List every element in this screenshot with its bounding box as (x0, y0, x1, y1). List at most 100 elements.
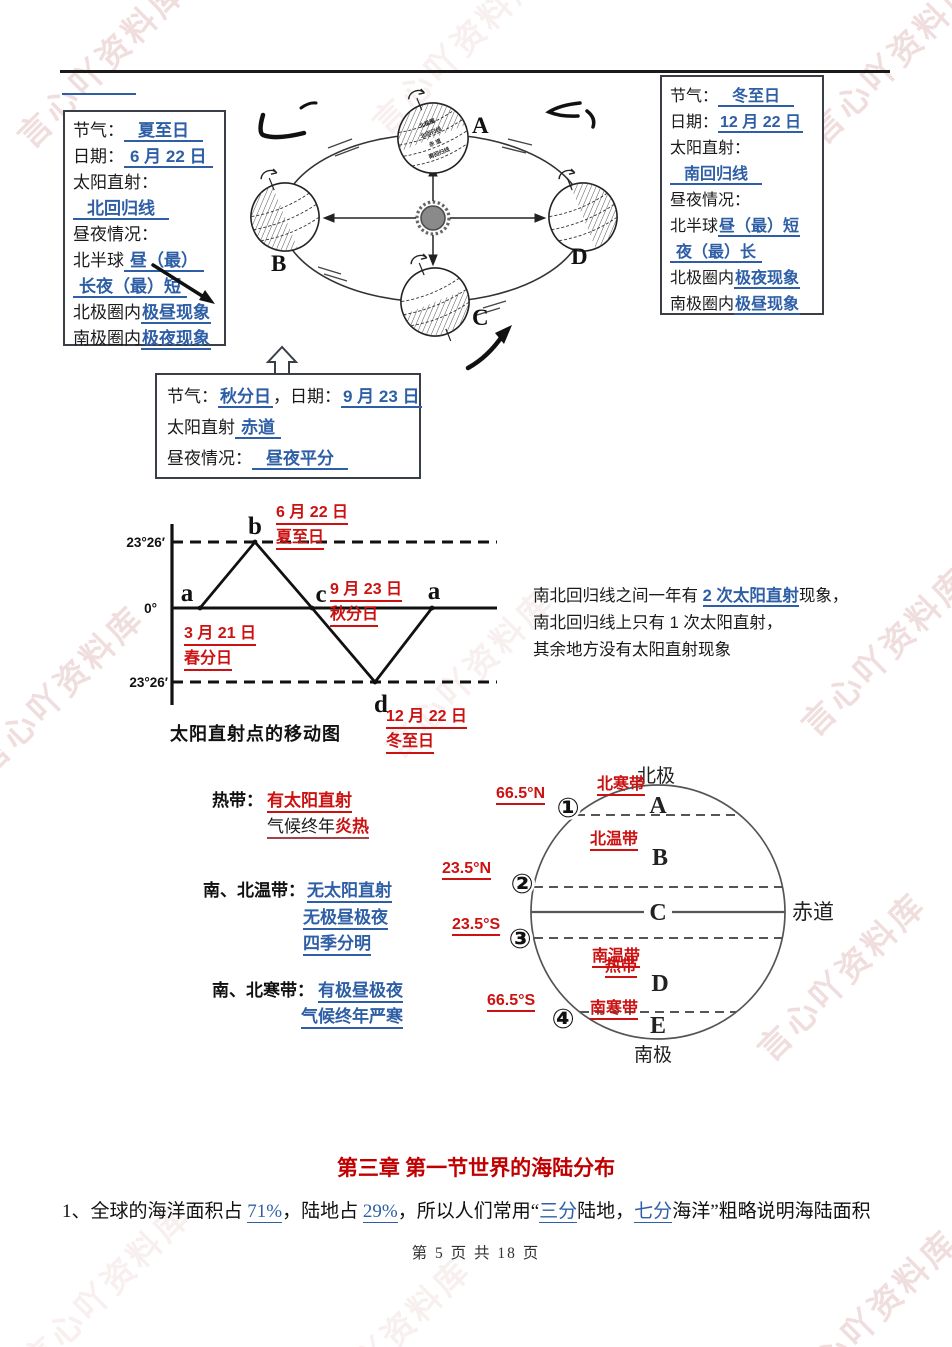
term-label: 节气： (167, 387, 218, 406)
point-a2: a (428, 578, 441, 605)
date-label: 日期： (290, 387, 341, 406)
globe-d (548, 168, 618, 252)
temperate-zone-value-1: 无太阳直射 (307, 876, 392, 903)
circled-2: ② (511, 869, 534, 899)
term-answer: 秋分日 (218, 387, 273, 408)
date-answer: 6 月 22 日 (124, 147, 213, 168)
point-a1: a (181, 580, 194, 607)
globe-c (400, 253, 470, 342)
term-answer: 夏至日 (124, 121, 203, 142)
orbit-label-b: B (271, 251, 286, 276)
tick-2326s: 23°26′ (129, 675, 168, 690)
tropic-zone-value-2: 气候终年炎热 (267, 812, 369, 839)
zone-letter-c: C (649, 900, 666, 926)
date-answer: 9 月 23 日 (341, 387, 422, 408)
zone-letter-e: E (650, 1013, 666, 1039)
antarctic-answer: 极夜现象 (141, 329, 211, 350)
chart-caption: 太阳直射点的移动图 (170, 724, 341, 744)
point-b: b (248, 513, 262, 540)
orbit-label-c: C (472, 305, 489, 330)
sun (415, 200, 451, 236)
point-c: c (315, 581, 326, 608)
circled-numbers: ① ② ③ ④ (507, 793, 581, 1034)
winter-solstice-box: 节气：冬至日 日期：12 月 22 日 太阳直射： 南回归线 昼夜情况： 北半球… (660, 75, 824, 315)
separator: ， (273, 387, 290, 406)
daynight-label: 昼夜情况： (670, 192, 751, 209)
earth-revolution-diagram: 北极圈 北回归线 赤 道 南回归线 (250, 88, 618, 379)
direct-ray-label: 太阳直射 (167, 418, 235, 437)
direct-ray-label: 太阳直射： (670, 140, 751, 157)
point-d: d (374, 691, 388, 718)
zone-letter-a: A (649, 793, 667, 819)
arctic-label: 北极圈内 (73, 303, 141, 322)
circled-3: ③ (509, 924, 532, 954)
temperature-zone-diagram: A B C D E 北极 南极 赤道 ① ② ③ ④ (507, 765, 834, 1066)
daynight-answer-2: 夜（最）长 (670, 244, 763, 263)
daynight-answer-1: 昼（最） (124, 251, 204, 272)
daynight-answer-2: 长夜（最）短 (73, 277, 187, 298)
arctic-answer: 极昼现象 (141, 303, 211, 324)
note-highlight: 2 次太阳直射 (702, 587, 799, 607)
pen-arrowhead (495, 325, 512, 344)
arctic-label: 北极圈内 (670, 270, 735, 287)
seven-parts: 七分 (634, 1201, 673, 1223)
orbit-motion-dashes (317, 138, 533, 316)
date-answer: 12 月 22 日 (718, 114, 803, 133)
arctic-answer: 极夜现象 (734, 270, 801, 289)
sun-direct-point-chart: 23°26′ 0° 23°26′ a b c d a (126, 513, 497, 718)
date-label: 日期： (670, 114, 719, 131)
annotation-spring-equinox: 3 月 21 日 春分日 (184, 623, 257, 673)
circled-4: ④ (552, 1004, 575, 1034)
orbit-label-d: D (571, 244, 588, 269)
south-pole-label: 南极 (634, 1044, 672, 1066)
land-percent: 29% (362, 1201, 398, 1223)
vertex-dots (197, 539, 435, 685)
zone-name-north-frigid: 北寒带 (597, 775, 646, 796)
globe-b (250, 168, 320, 252)
annotation-autumn-equinox: 9 月 23 日 秋分日 (330, 579, 403, 629)
latitude-665s: 66.5°S (487, 991, 536, 1012)
antarctic-label: 南极圈内 (73, 329, 141, 348)
page-number: 第 5 页 共 18 页 (411, 1245, 541, 1262)
zone-letter-d: D (651, 971, 668, 997)
chapter-title: 第三章 第一节世界的海陆分布 (336, 1156, 616, 1180)
term-label: 节气： (670, 88, 719, 105)
direct-ray-answer: 南回归线 (670, 166, 763, 185)
tick-2326n: 23°26′ (126, 535, 165, 550)
watermark: 言心吖资料库 (782, 1222, 952, 1347)
globe-a: 北极圈 北回归线 赤 道 南回归线 (397, 88, 469, 174)
latitude-235n: 23.5°N (442, 859, 492, 880)
direct-ray-answer: 赤道 (235, 418, 281, 439)
frigid-zone-value-1: 有极昼极夜 (318, 976, 403, 1003)
three-parts: 三分 (539, 1201, 578, 1223)
hemisphere-label: 北半球 (73, 251, 124, 270)
temperate-zone-label: 南、北温带： (203, 881, 305, 900)
direct-ray-answer: 北回归线 (73, 199, 169, 220)
chapter-paragraph: 1、全球的海洋面积占 71%，陆地占 29%，所以人们常用“三分陆地，七分海洋”… (62, 1201, 871, 1223)
daynight-answer: 昼夜平分 (252, 449, 348, 470)
daynight-label: 昼夜情况： (167, 449, 252, 468)
date-label: 日期： (73, 147, 124, 166)
temperate-zone-value-2: 无极昼极夜 (303, 903, 388, 930)
top-rule (60, 70, 890, 73)
annotation-winter-solstice: 12 月 22 日 冬至日 (386, 706, 467, 756)
antarctic-label: 南极圈内 (670, 296, 735, 313)
zone-letter-b: B (652, 845, 668, 871)
tick-0: 0° (144, 601, 157, 616)
tropic-zone-label: 热带： (212, 791, 263, 810)
daynight-answer-1: 昼（最）短 (718, 218, 801, 237)
zone-name-south-temperate: 南温带 (592, 947, 641, 968)
zone-name-tropic: 热带 (605, 957, 638, 978)
frigid-zone-label: 南、北寒带： (212, 981, 314, 1000)
latitude-235s: 23.5°S (452, 915, 501, 936)
sun-ray-arrows (322, 164, 547, 267)
latitude-dashed-lines (534, 814, 782, 1013)
equator-label: 赤道 (792, 900, 834, 924)
north-pole-label: 北极 (637, 765, 675, 787)
tropic-zone-value-1: 有太阳直射 (267, 786, 352, 813)
autumn-equinox-box: 节气：秋分日，日期：9 月 23 日 太阳直射赤道 昼夜情况：昼夜平分 (155, 373, 422, 479)
annotation-summer-solstice: 6 月 22 日 夏至日 (276, 502, 349, 552)
blue-underline-fragment (62, 93, 136, 95)
frigid-zone-value-2: 气候终年严寒 (301, 1002, 403, 1029)
